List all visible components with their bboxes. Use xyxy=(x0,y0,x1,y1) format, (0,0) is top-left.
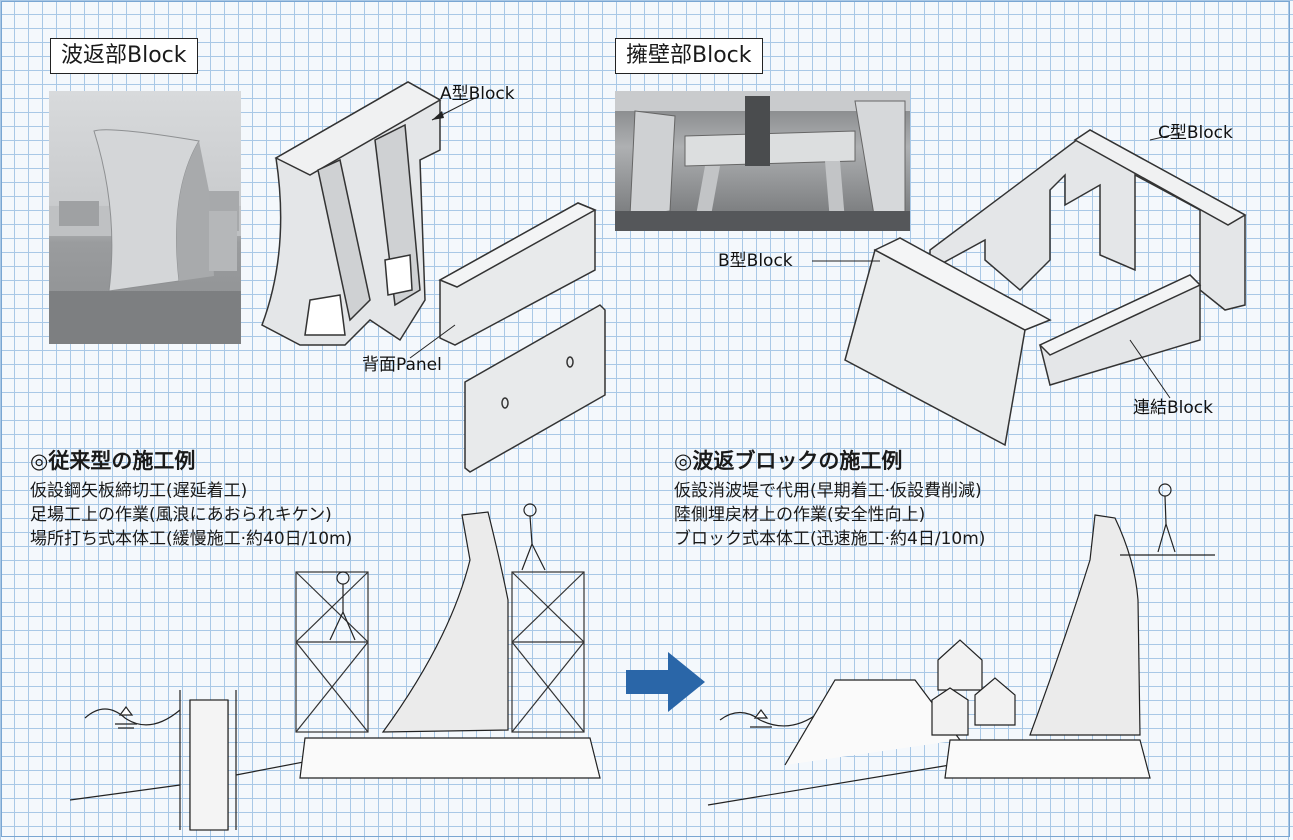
conventional-line-3: 場所打ち式本体工(緩慢施工·約40日/10m) xyxy=(30,529,353,549)
label-back-panel: 背面Panel xyxy=(362,355,442,375)
right-arrow-icon xyxy=(626,652,705,712)
conventional-line-2: 足場工上の作業(風浪にあおられキケン) xyxy=(30,505,332,525)
label-b-block: B型Block xyxy=(718,251,793,271)
wave-block-line-2: 陸側埋戻材上の作業(安全性向上) xyxy=(674,505,926,525)
conventional-heading: ◎従来型の施工例 xyxy=(30,449,196,473)
wave-block-line-3: ブロック式本体工(迅速施工·約4日/10m) xyxy=(674,529,986,549)
wave-block-section-drawing xyxy=(707,483,1215,806)
wave-block-heading: ◎波返ブロックの施工例 xyxy=(674,449,903,473)
wave-section-title: 波返部Block xyxy=(50,38,198,74)
conventional-section-drawing xyxy=(69,503,601,831)
wave-block-photo xyxy=(49,91,241,344)
a-block-drawing xyxy=(261,81,442,346)
label-link-block: 連結Block xyxy=(1133,398,1213,418)
back-panel-drawing xyxy=(438,202,606,473)
label-c-block: C型Block xyxy=(1158,123,1233,143)
wave-block-line-1: 仮設消波堤で代用(早期着工·仮設費削減) xyxy=(674,481,982,501)
conventional-line-1: 仮設鋼矢板締切工(遅延着工) xyxy=(30,481,248,501)
label-a-block: A型Block xyxy=(440,84,515,104)
retaining-blocks-drawing xyxy=(844,129,1247,447)
retaining-section-title: 擁壁部Block xyxy=(615,38,763,74)
retaining-block-photo xyxy=(615,91,910,231)
